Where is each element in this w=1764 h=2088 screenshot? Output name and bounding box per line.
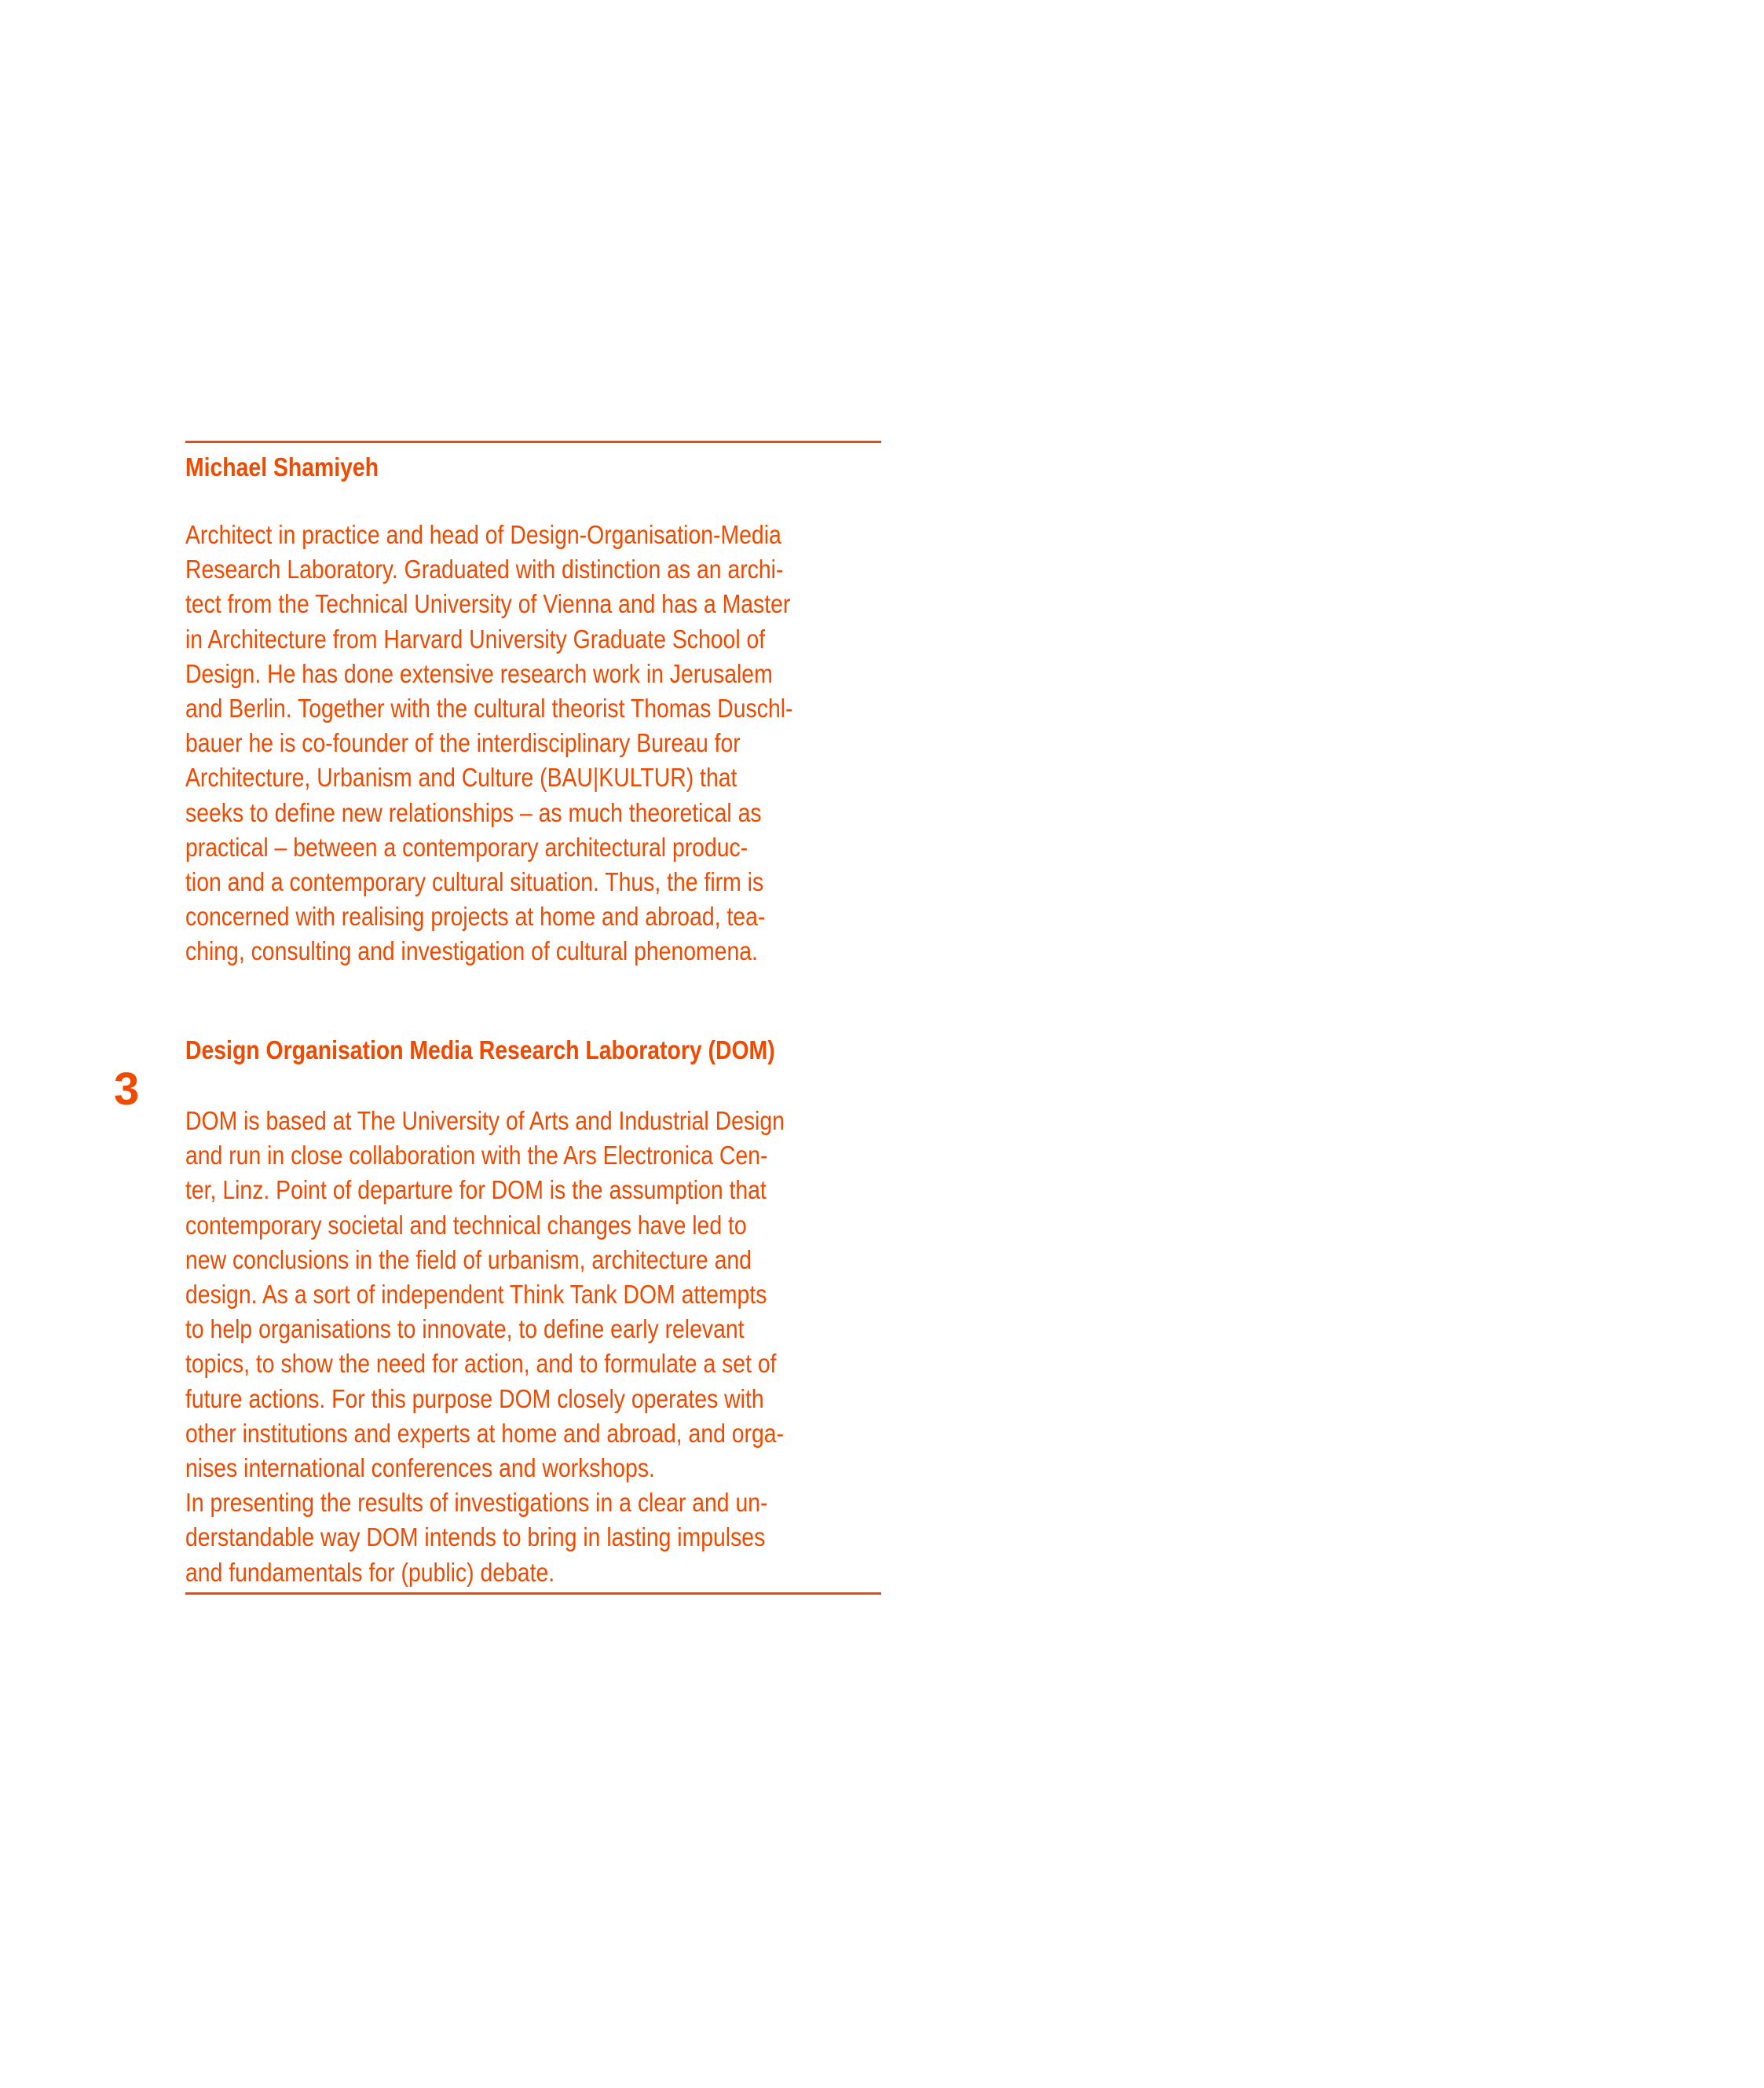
- text-line: Architect in practice and head of Design…: [185, 520, 781, 549]
- text-line: Architecture, Urbanism and Culture (BAU|…: [185, 763, 737, 793]
- heading-michael-shamiyeh: Michael Shamiyeh: [185, 452, 379, 482]
- text-line: concerned with realising projects at hom…: [185, 902, 766, 932]
- text-line: contemporary societal and technical chan…: [185, 1210, 747, 1240]
- text-line: DOM is based at The University of Arts a…: [185, 1106, 785, 1135]
- bio-paragraph: Architect in practice and head of Design…: [185, 518, 891, 969]
- text-line: and fundamentals for (public) debate.: [185, 1557, 555, 1587]
- text-line: tect from the Technical University of Vi…: [185, 589, 791, 619]
- text-line: practical – between a contemporary archi…: [185, 832, 748, 862]
- text-line: Research Laboratory. Graduated with dist…: [185, 555, 784, 584]
- text-line: seeks to define new relationships – as m…: [185, 797, 762, 827]
- text-line: other institutions and experts at home a…: [185, 1418, 785, 1448]
- text-line: Design. He has done extensive research w…: [185, 658, 773, 688]
- text-line: bauer he is co-founder of the interdisci…: [185, 728, 741, 758]
- text-line: ter, Linz. Point of departure for DOM is…: [185, 1175, 767, 1205]
- text-line: derstandable way DOM intends to bring in…: [185, 1522, 766, 1552]
- text-line: in Architecture from Harvard University …: [185, 624, 766, 654]
- text-line: tion and a contemporary cultural situati…: [185, 867, 764, 897]
- text-line: to help organisations to innovate, to de…: [185, 1314, 745, 1344]
- text-line: new conclusions in the field of urbanism…: [185, 1244, 752, 1274]
- text-line: design. As a sort of independent Think T…: [185, 1280, 767, 1310]
- text-line: future actions. For this purpose DOM clo…: [185, 1383, 764, 1413]
- heading-dom: Design Organisation Media Research Labor…: [185, 1035, 775, 1064]
- text-line: In presenting the results of investigati…: [185, 1488, 768, 1518]
- text-line: and Berlin. Together with the cultural t…: [185, 694, 793, 723]
- bottom-rule: [185, 1592, 881, 1595]
- text-line: and run in close collaboration with the …: [185, 1141, 768, 1170]
- section-number: 3: [114, 1064, 140, 1115]
- text-line: topics, to show the need for action, and…: [185, 1349, 777, 1379]
- top-rule: [185, 441, 881, 443]
- dom-paragraph: DOM is based at The University of Arts a…: [185, 1104, 882, 1590]
- text-line: nises international conferences and work…: [185, 1453, 655, 1483]
- text-line: ching, consulting and investigation of c…: [185, 936, 758, 966]
